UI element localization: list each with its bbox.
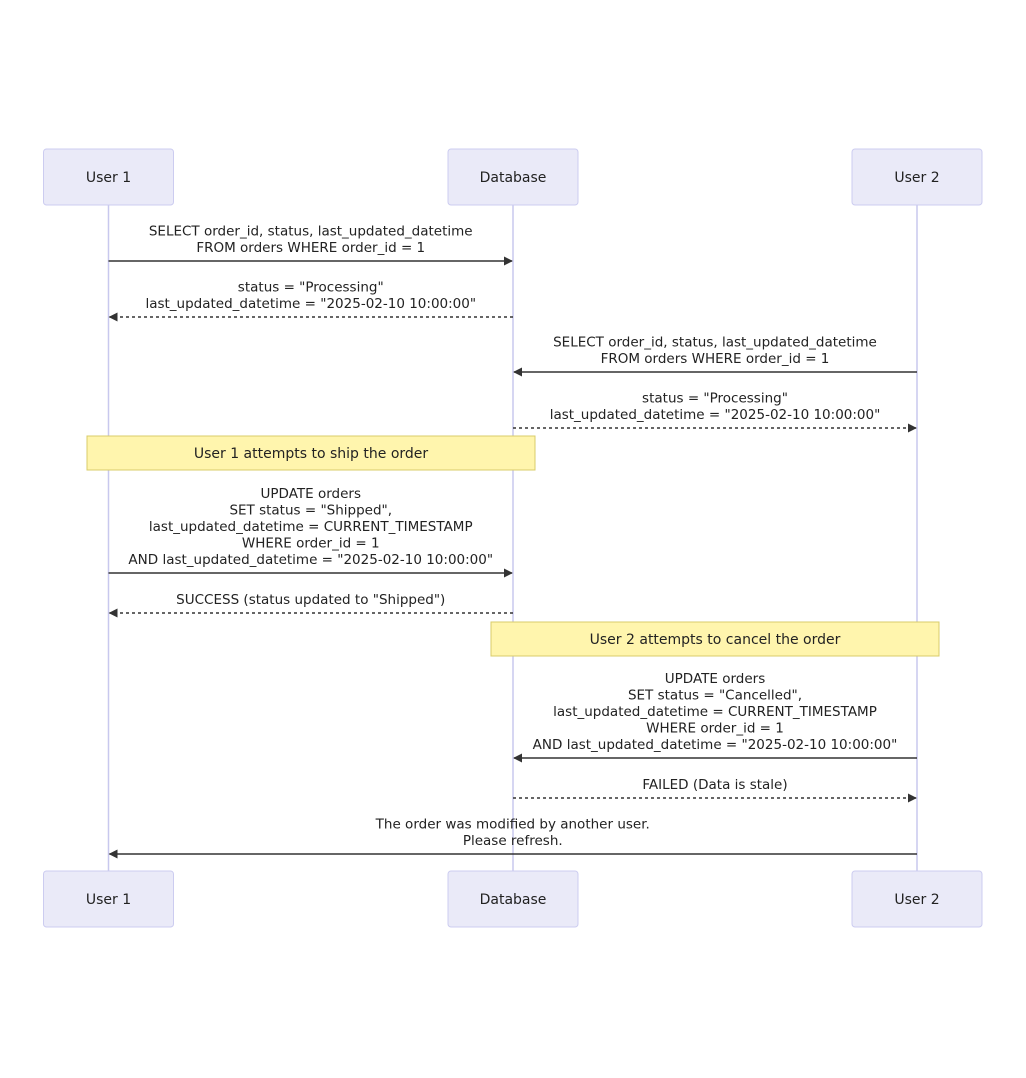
message-label: last_updated_datetime = "2025-02-10 10:0… — [145, 296, 476, 312]
message-label: SET status = "Shipped", — [229, 503, 392, 519]
actor-label: User 2 — [894, 892, 939, 908]
note-box — [86, 435, 536, 471]
message-label: FROM orders WHERE order_id = 1 — [601, 351, 830, 367]
message-label: status = "Processing" — [642, 391, 788, 407]
actor-user1-bottom[interactable]: User 1 — [43, 870, 174, 928]
actor-database-bottom[interactable]: Database — [447, 870, 579, 928]
message-1: SELECT order_id, status, last_updated_da… — [108, 224, 513, 266]
note-box — [490, 621, 940, 657]
message-label: Please refresh. — [463, 833, 563, 849]
actor-user2-bottom[interactable]: User 2 — [851, 870, 983, 928]
actor-label: User 1 — [86, 170, 131, 186]
message-label: last_updated_datetime = CURRENT_TIMESTAM… — [553, 704, 877, 720]
message-label: AND last_updated_datetime = "2025-02-10 … — [533, 737, 898, 753]
message-label: WHERE order_id = 1 — [646, 721, 784, 737]
actor-box — [851, 148, 983, 206]
message-label: AND last_updated_datetime = "2025-02-10 … — [128, 552, 493, 568]
actor-label: User 2 — [894, 170, 939, 186]
message-11: The order was modified by another user.P… — [108, 817, 917, 859]
note-text: User 1 attempts to ship the order — [194, 446, 429, 462]
note-text: User 2 attempts to cancel the order — [590, 632, 841, 648]
note: User 2 attempts to cancel the order — [490, 621, 940, 657]
message-label: UPDATE orders — [261, 486, 361, 502]
message-label: The order was modified by another user. — [375, 817, 650, 833]
message-label: SELECT order_id, status, last_updated_da… — [149, 224, 473, 240]
actor-box — [851, 870, 983, 928]
note: User 1 attempts to ship the order — [86, 435, 536, 471]
message-7: SUCCESS (status updated to "Shipped") — [108, 592, 513, 618]
message-label: WHERE order_id = 1 — [242, 536, 380, 552]
message-label: UPDATE orders — [665, 671, 765, 687]
actor-label: Database — [480, 892, 547, 908]
message-4: status = "Processing"last_updated_dateti… — [513, 391, 917, 433]
actor-box — [43, 870, 174, 928]
actor-box — [447, 870, 579, 928]
actor-box — [447, 148, 579, 206]
message-3: SELECT order_id, status, last_updated_da… — [513, 335, 917, 377]
message-label: SET status = "Cancelled", — [628, 688, 802, 704]
actor-label: Database — [480, 170, 547, 186]
actor-label: User 1 — [86, 892, 131, 908]
message-label: SELECT order_id, status, last_updated_da… — [553, 335, 877, 351]
actor-database-top[interactable]: Database — [447, 148, 579, 206]
actor-user2-top[interactable]: User 2 — [851, 148, 983, 206]
message-label: FROM orders WHERE order_id = 1 — [196, 240, 425, 256]
message-2: status = "Processing"last_updated_dateti… — [108, 280, 513, 322]
message-10: FAILED (Data is stale) — [513, 777, 917, 803]
message-label: SUCCESS (status updated to "Shipped") — [176, 592, 445, 608]
message-label: last_updated_datetime = "2025-02-10 10:0… — [550, 407, 881, 423]
actor-user1-top[interactable]: User 1 — [43, 148, 174, 206]
message-label: status = "Processing" — [238, 280, 384, 296]
message-label: FAILED (Data is stale) — [642, 777, 787, 793]
message-label: last_updated_datetime = CURRENT_TIMESTAM… — [149, 519, 473, 535]
actor-box — [43, 148, 174, 206]
